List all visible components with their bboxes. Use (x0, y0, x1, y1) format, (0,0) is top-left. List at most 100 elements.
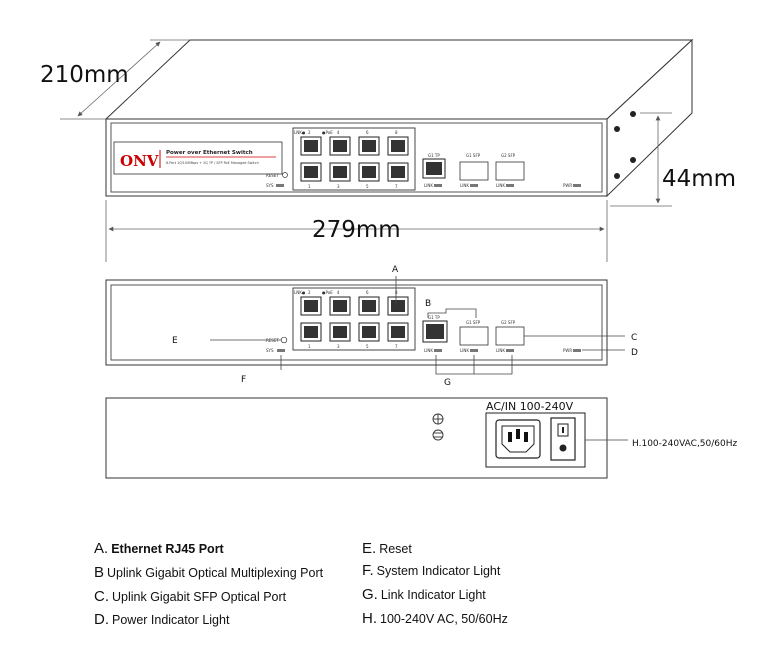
reset-area-top: RESET SYS (266, 172, 288, 188)
legend-text: Link Indicator Light (380, 588, 486, 602)
height-dimension (610, 112, 672, 207)
rj45-port-jack (362, 326, 376, 338)
port-number-bottom: 1 (308, 184, 311, 189)
g2-sfp-label-front: G2 SFP (501, 320, 516, 325)
switch-title: Power over Ethernet Switch (166, 150, 253, 156)
rj45-port-jack (362, 140, 376, 152)
g1-tp-label: G1 TP (428, 153, 440, 158)
legend-text: Uplink Gigabit SFP Optical Port (112, 590, 287, 604)
legend-letter: D. (94, 611, 109, 628)
g1-tp-port[interactable] (426, 162, 442, 175)
callout-B: B (425, 299, 431, 309)
g1-sfp-link-label: LINK (460, 183, 469, 188)
legend-text: Reset (379, 542, 412, 556)
sys-label: SYS (266, 183, 274, 188)
g1-sfp-label-front: G1 SFP (466, 320, 481, 325)
sys-led (276, 184, 284, 187)
rj45-port-jack (333, 326, 347, 338)
callout-lines (210, 276, 625, 375)
g2-sfp-label: G2 SFP (501, 153, 516, 158)
port-number-bottom: 5 (366, 184, 369, 189)
rj45-port-jack (333, 140, 347, 152)
callout-A: A (392, 265, 399, 275)
port-number-bottom: 7 (395, 184, 398, 189)
g2-sfp-link-label: LINK (496, 183, 505, 188)
sys-label-front: SYS (266, 348, 274, 353)
rj45-port-jack (391, 300, 405, 312)
port-number-bottom: 5 (366, 344, 369, 349)
g1-link-label-front: LINK (424, 348, 433, 353)
back-panel: AC/IN 100-240V (105, 397, 628, 479)
port-number-top: 2 (308, 130, 311, 135)
rj45-port-jack (333, 166, 347, 178)
g2-sfp-port[interactable] (495, 161, 525, 181)
port-number-top: 8 (395, 130, 398, 135)
lnk-act-label: LNK● (294, 290, 306, 295)
g1-sfp-port-front[interactable] (459, 326, 489, 346)
g1-sfp-label: G1 SFP (466, 153, 481, 158)
callout-E: E (172, 336, 178, 346)
port-number-top: 2 (308, 290, 311, 295)
port-number-bottom: 1 (308, 344, 311, 349)
rj45-port-jack (391, 166, 405, 178)
legend-letter: H. (362, 610, 377, 627)
reset-button[interactable] (282, 172, 288, 178)
callout-G: G (444, 378, 451, 388)
width-dimension (105, 200, 608, 262)
port-number-top: 4 (337, 290, 340, 295)
port-number-bottom: 3 (337, 184, 340, 189)
depth-dimension-label: 210mm (40, 62, 129, 88)
brand-logo: ONV (120, 152, 159, 170)
legend-item-h: H.100-240V AC, 50/60Hz (362, 610, 508, 627)
front-inner-border (110, 122, 603, 193)
legend-letter: G. (362, 586, 378, 603)
rj45-port-jack (333, 300, 347, 312)
port-number-top: 6 (366, 290, 369, 295)
legend-letter: E. (362, 540, 377, 557)
lnk-act-label: LNK● (294, 130, 306, 135)
front-label-plate: ONV Power over Ethernet Switch 8-Port 10… (113, 141, 283, 175)
rj45-port-jack (362, 300, 376, 312)
uplink-ports-front: G1 TP LINK G1 SFP LINK G2 SFP LINK PWR (422, 315, 581, 353)
rj45-port-jack (362, 166, 376, 178)
legend-item-d: D.Power Indicator Light (94, 611, 229, 628)
sys-led-front (277, 349, 285, 352)
callout-D: D (631, 348, 638, 358)
callout-H: H.100-240VAC,50/60Hz (632, 439, 738, 449)
power-switch[interactable] (550, 417, 576, 461)
power-inlet-title: AC/IN 100-240V (486, 400, 574, 413)
poe-label: ●PoE (322, 130, 333, 135)
uplink-ports-top: G1 TP LINK G1 SFP LINK G2 SFP LINK PWR (422, 153, 581, 188)
pwr-label-top: PWR (563, 183, 572, 188)
port-number-top: 8 (395, 290, 398, 295)
port-number-top: 4 (337, 130, 340, 135)
rj45-port-block-top: LNK● ●PoE 2 1 4 3 6 5 8 7 (292, 127, 416, 191)
g1-tp-port-front[interactable] (426, 324, 444, 339)
legend-text: 100-240V AC, 50/60Hz (380, 612, 508, 626)
pwr-label-front: PWR (563, 348, 572, 353)
reset-button-front[interactable] (280, 336, 288, 344)
rj45-port-jack (304, 300, 318, 312)
reset-label: RESET (266, 173, 279, 178)
g1-link-label: LINK (424, 183, 433, 188)
rj45-port-jack (304, 140, 318, 152)
rj45-port-jack (391, 326, 405, 338)
port-number-top: 6 (366, 130, 369, 135)
legend-item-e: E.Reset (362, 540, 412, 557)
g1-sfp-port[interactable] (459, 161, 489, 181)
g2-sfp-port-front[interactable] (495, 326, 525, 346)
legend-text: Uplink Gigabit Optical Multiplexing Port (107, 566, 324, 580)
legend-letter: F. (362, 562, 374, 579)
rj45-port-jack (304, 326, 318, 338)
callout-C: C (631, 333, 637, 343)
rj45-port-jack (304, 166, 318, 178)
port-number-bottom: 7 (395, 344, 398, 349)
port-number-bottom: 3 (337, 344, 340, 349)
legend-text: System Indicator Light (376, 564, 501, 578)
rj45-port-jack (391, 140, 405, 152)
height-dimension-label: 44mm (662, 166, 736, 192)
legend-item-a: A.Ethernet RJ45 Port (94, 540, 224, 557)
